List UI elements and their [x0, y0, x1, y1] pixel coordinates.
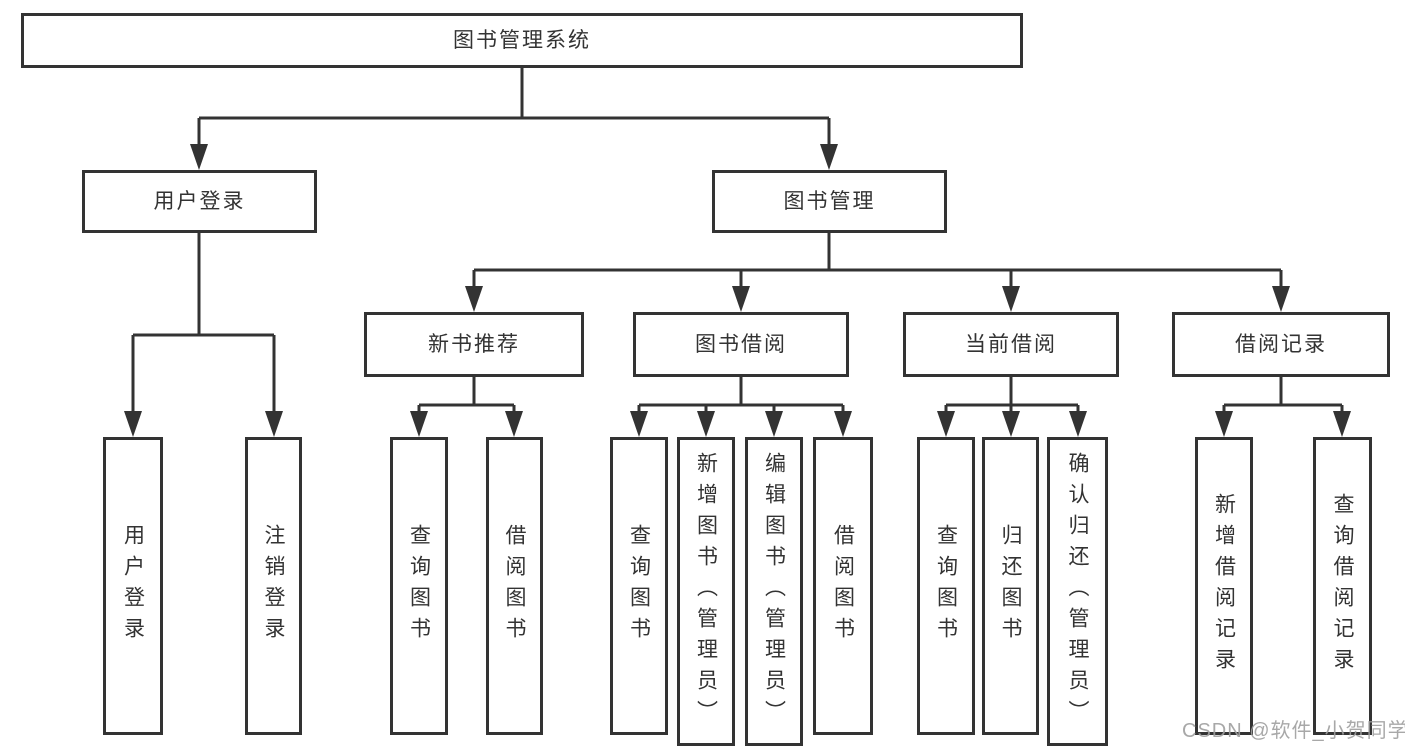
node-borrowing-records-label: 借阅记录 [1235, 333, 1327, 356]
leaf-confirm-return-admin: 确认归还（管理员） [1047, 437, 1108, 746]
leaf-return-book: 归还图书 [982, 437, 1039, 735]
leaf-edit-book-admin: 编辑图书（管理员） [745, 437, 803, 746]
leaf-query-books-borrowing-label: 查询图书 [627, 524, 651, 648]
node-new-book-recommend: 新书推荐 [364, 312, 584, 377]
leaf-return-book-label: 归还图书 [999, 524, 1022, 648]
node-library-system: 图书管理系统 [21, 13, 1023, 68]
leaf-user-login-label: 用户登录 [121, 524, 145, 648]
node-current-borrowing: 当前借阅 [903, 312, 1119, 377]
node-book-borrowing: 图书借阅 [633, 312, 849, 377]
leaf-confirm-return-admin-label: 确认归还（管理员） [1066, 452, 1089, 731]
leaf-query-books-current-label: 查询图书 [934, 524, 958, 648]
node-user-login-label: 用户登录 [153, 190, 246, 213]
csdn-watermark: CSDN @软件_小贺同学 [1182, 720, 1405, 742]
node-user-login: 用户登录 [82, 170, 317, 233]
node-book-management-label: 图书管理 [783, 190, 876, 213]
node-borrowing-records: 借阅记录 [1172, 312, 1390, 377]
node-book-management: 图书管理 [712, 170, 947, 233]
leaf-borrow-books-borrowing: 借阅图书 [813, 437, 873, 735]
leaf-query-borrow-record: 查询借阅记录 [1313, 437, 1372, 735]
leaf-logout-login-label: 注销登录 [262, 524, 285, 648]
leaf-query-books-current: 查询图书 [917, 437, 975, 735]
node-current-borrowing-label: 当前借阅 [965, 333, 1057, 356]
leaf-add-book-admin: 新增图书（管理员） [677, 437, 735, 746]
leaf-borrow-books-recommend: 借阅图书 [486, 437, 543, 735]
node-book-borrowing-label: 图书借阅 [695, 333, 787, 356]
leaf-add-book-admin-label: 新增图书（管理员） [694, 452, 718, 731]
leaf-query-books-borrowing: 查询图书 [610, 437, 668, 735]
leaf-borrow-books-borrowing-label: 借阅图书 [831, 524, 855, 648]
leaf-borrow-books-recommend-label: 借阅图书 [503, 524, 526, 648]
leaf-query-borrow-record-label: 查询借阅记录 [1331, 493, 1354, 679]
leaf-add-borrow-record-label: 新增借阅记录 [1212, 493, 1236, 679]
leaf-user-login: 用户登录 [103, 437, 163, 735]
leaf-query-books-recommend: 查询图书 [390, 437, 448, 735]
connector-stems [131, 68, 1344, 417]
leaf-edit-book-admin-label: 编辑图书（管理员） [762, 452, 786, 731]
node-library-system-label: 图书管理系统 [453, 29, 591, 52]
node-new-book-recommend-label: 新书推荐 [428, 333, 520, 356]
leaf-add-borrow-record: 新增借阅记录 [1195, 437, 1253, 735]
leaf-query-books-recommend-label: 查询图书 [407, 524, 431, 648]
leaf-logout-login: 注销登录 [245, 437, 302, 735]
connector-arrowheads [124, 144, 1351, 437]
